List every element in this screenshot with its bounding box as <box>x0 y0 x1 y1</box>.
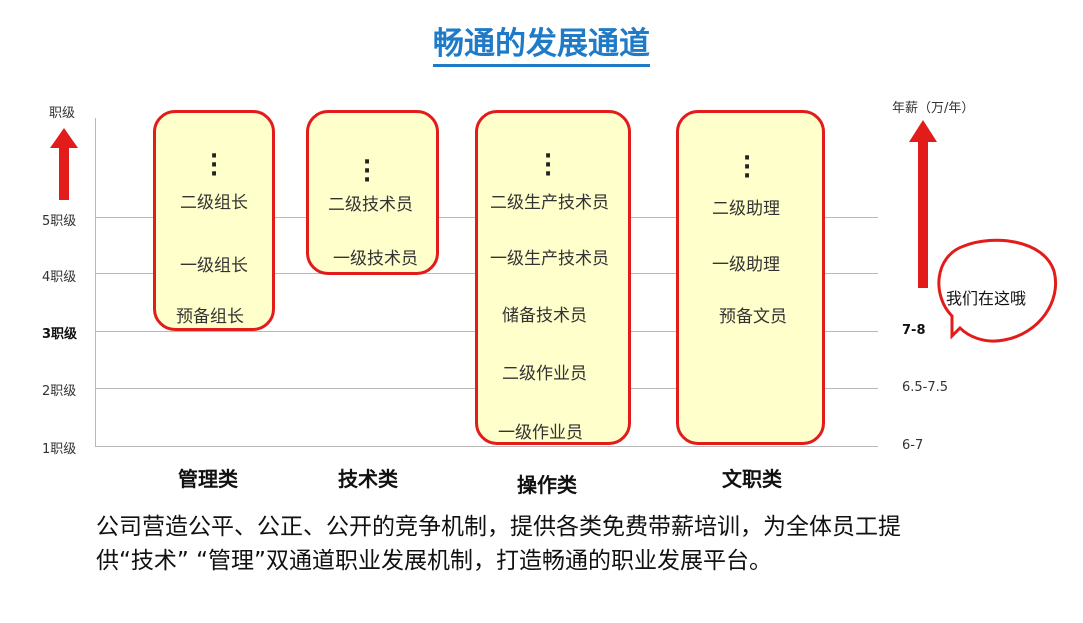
track-item: 一级组长 <box>180 256 248 276</box>
level-label-1: 1职级 <box>42 442 77 457</box>
level-label-2: 2职级 <box>42 384 77 399</box>
category-label-clerical: 文职类 <box>722 467 782 491</box>
more-levels-dots: ··· <box>209 144 219 187</box>
callout-bubble-icon <box>937 238 1057 343</box>
track-item: 一级生产技术员 <box>490 249 609 269</box>
right-up-arrow-icon <box>909 120 937 288</box>
track-item: 二级技术员 <box>328 195 413 215</box>
track-item: 二级生产技术员 <box>490 193 609 213</box>
management-track-box <box>153 110 275 331</box>
track-item: 储备技术员 <box>502 306 587 326</box>
callout-text: 我们在这哦 <box>946 289 1027 308</box>
more-levels-dots: ··· <box>742 146 752 189</box>
salary-label-3: 7-8 <box>902 323 926 338</box>
salary-label-1: 6-7 <box>902 438 924 453</box>
page-title-text: 畅通的发展通道 <box>433 26 650 67</box>
category-label-operation: 操作类 <box>517 473 577 497</box>
track-item: 二级组长 <box>180 193 248 213</box>
level-label-3: 3职级 <box>42 327 78 342</box>
track-item: 二级助理 <box>712 199 780 219</box>
salary-label-2: 6.5-7.5 <box>902 380 949 395</box>
category-label-technical: 技术类 <box>338 467 398 491</box>
operation-track-box <box>475 110 631 445</box>
more-levels-dots: ··· <box>362 150 372 193</box>
track-item: 一级助理 <box>712 255 780 275</box>
level-label-5: 5职级 <box>42 214 77 229</box>
right-axis-label: 年薪（万/年） <box>892 101 975 116</box>
description-paragraph: 公司营造公平、公正、公开的竞争机制，提供各类免费带薪培训，为全体员工提供“技术”… <box>96 514 901 574</box>
track-item: 一级作业员 <box>498 423 583 443</box>
track-item: 一级技术员 <box>333 249 418 269</box>
category-label-management: 管理类 <box>178 467 238 491</box>
more-levels-dots: ··· <box>543 144 553 187</box>
track-item: 二级作业员 <box>502 364 587 384</box>
level-label-4: 4职级 <box>42 270 77 285</box>
left-axis-label: 职级 <box>49 106 76 121</box>
technical-track-box <box>306 110 439 275</box>
track-item: 预备文员 <box>719 307 787 327</box>
clerical-track-box <box>676 110 825 445</box>
left-up-arrow-icon <box>50 128 78 200</box>
page-title: 畅通的发展通道 <box>0 18 1083 67</box>
y-axis-line <box>95 118 96 446</box>
grid-line-1 <box>95 446 878 447</box>
track-item: 预备组长 <box>176 307 244 327</box>
